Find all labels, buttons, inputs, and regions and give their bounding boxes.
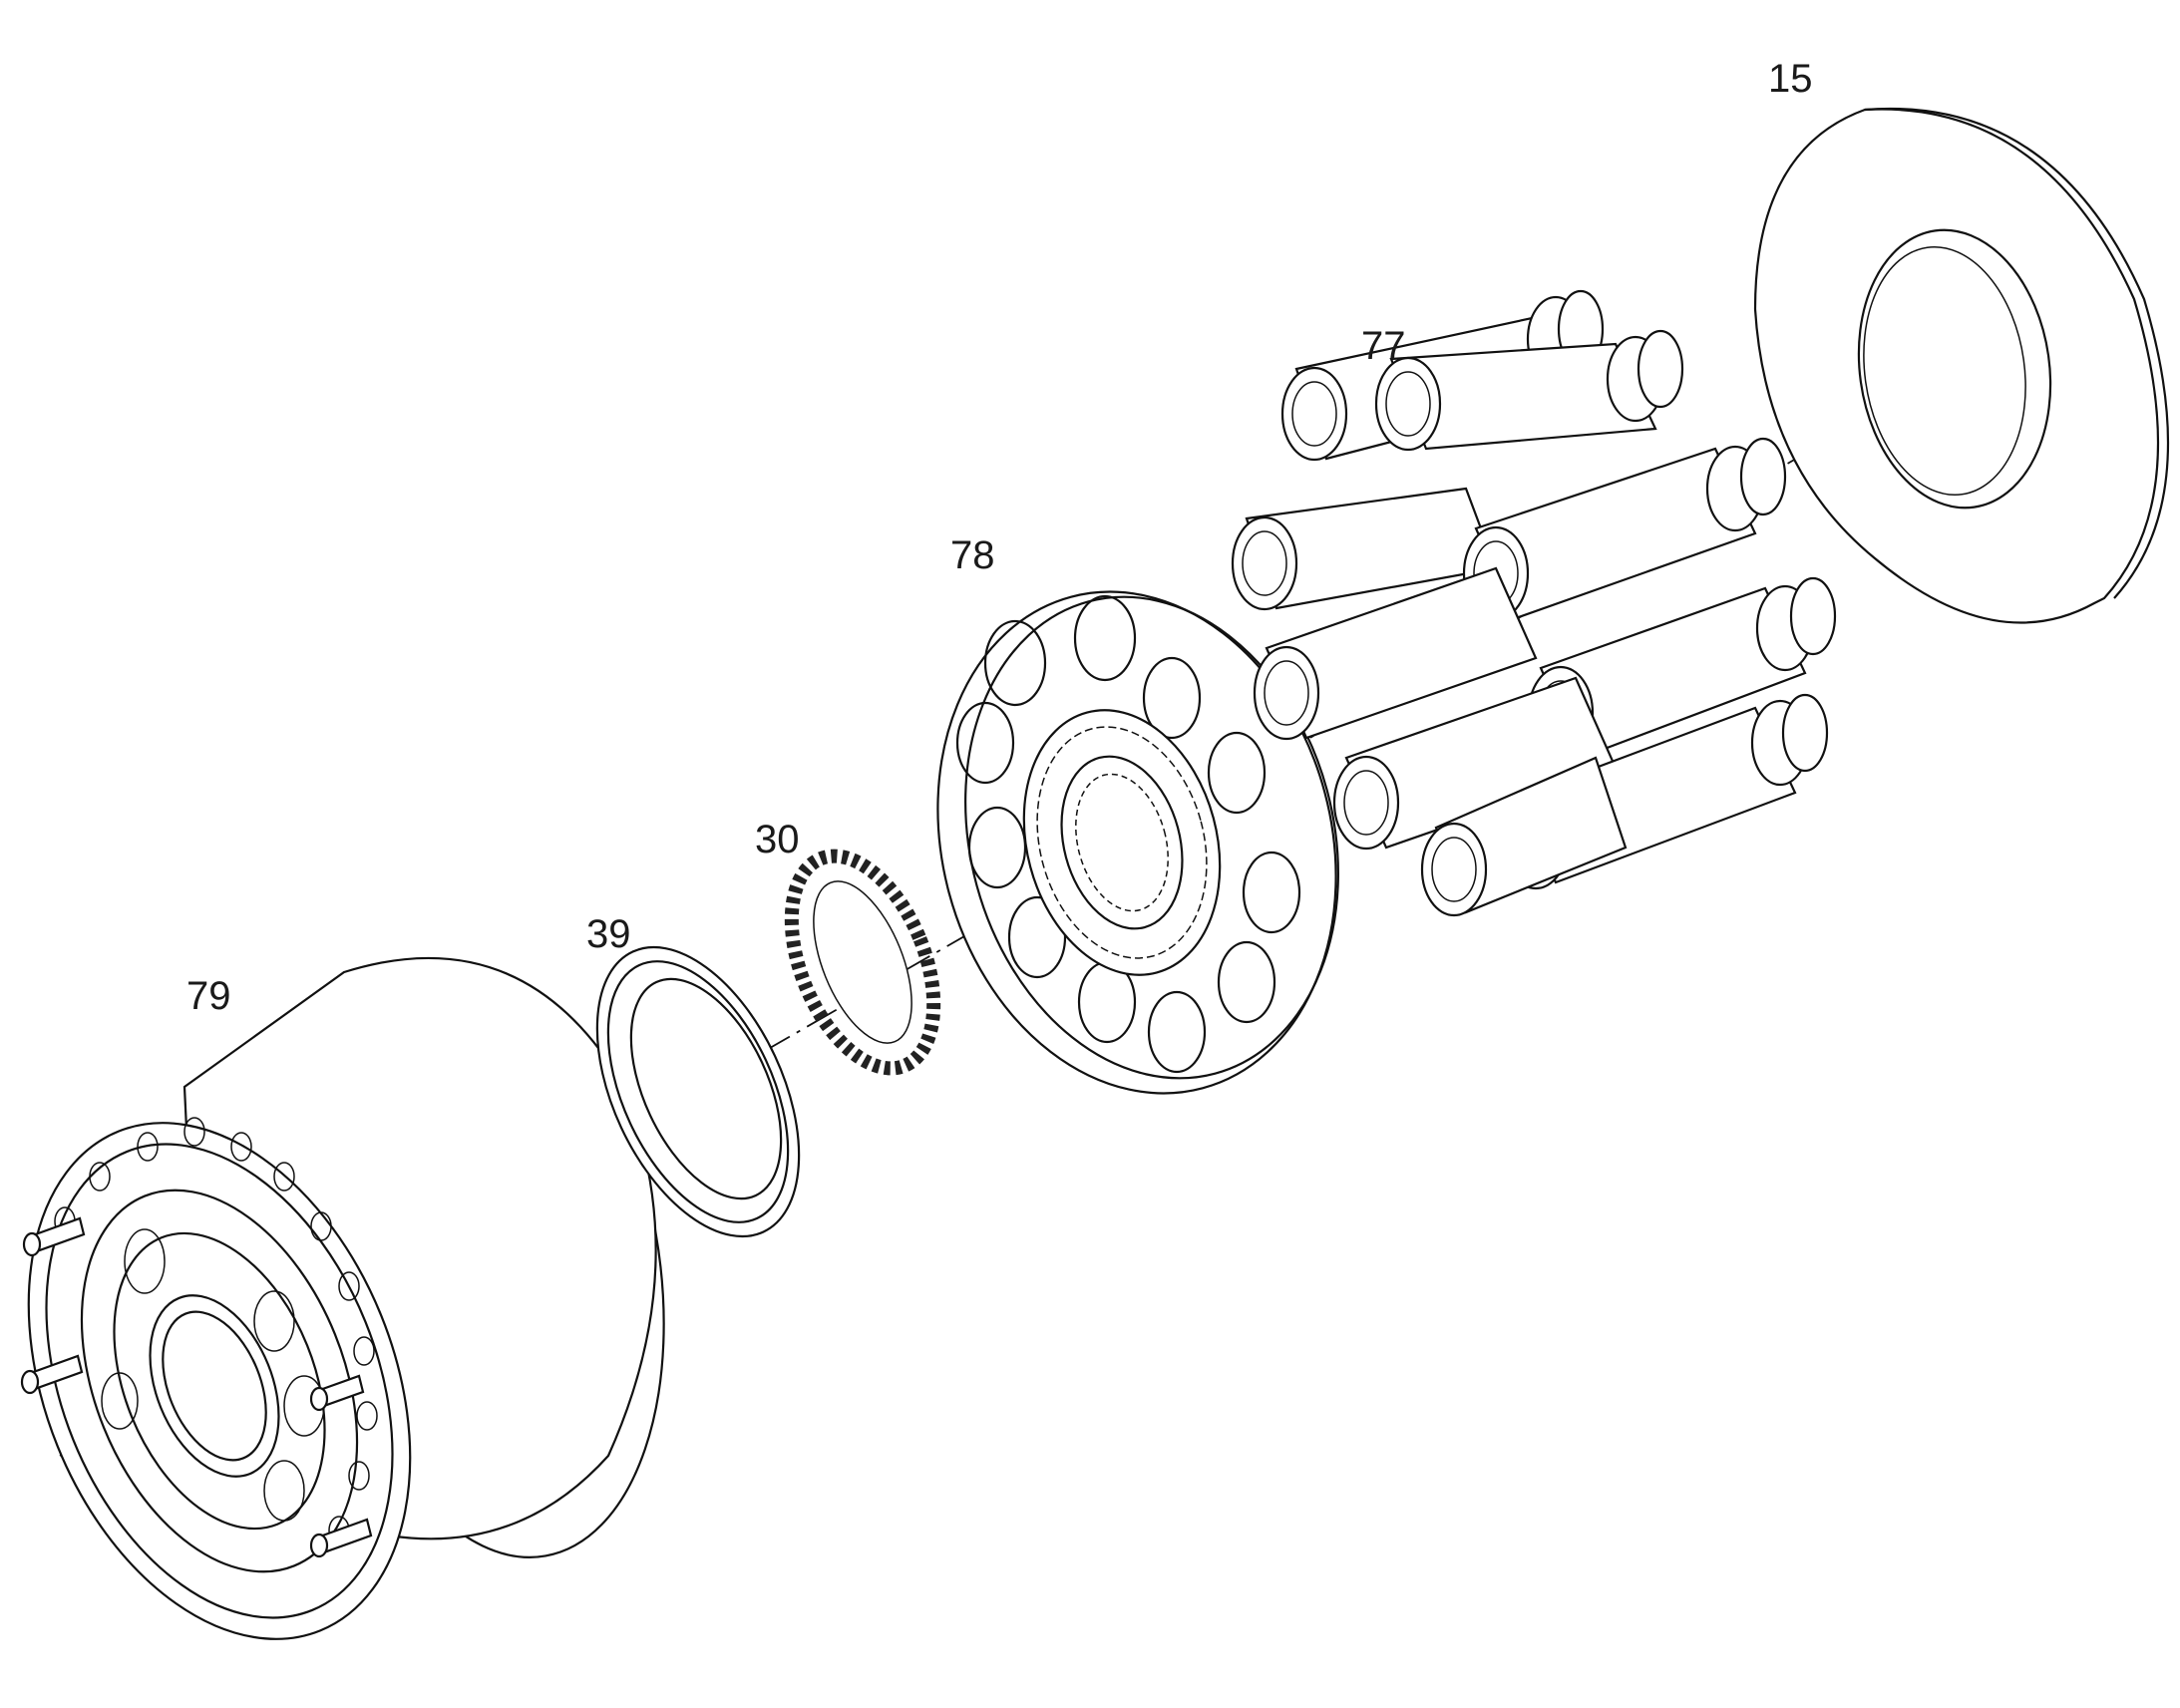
part-77-pistons	[1231, 289, 1837, 917]
part-30-springs	[784, 849, 941, 1076]
part-78-retainer-plate	[936, 590, 1339, 1095]
callout-77: 77	[1361, 324, 1406, 368]
part-15-swash-plate	[1753, 107, 2170, 624]
callout-78: 78	[950, 533, 995, 577]
callout-30: 30	[755, 818, 800, 861]
callout-39: 39	[586, 912, 631, 956]
callout-79: 79	[186, 974, 231, 1018]
part-39-ring	[595, 945, 801, 1238]
part-79-cylinder-block	[20, 956, 665, 1640]
callout-15: 15	[1768, 57, 1813, 101]
